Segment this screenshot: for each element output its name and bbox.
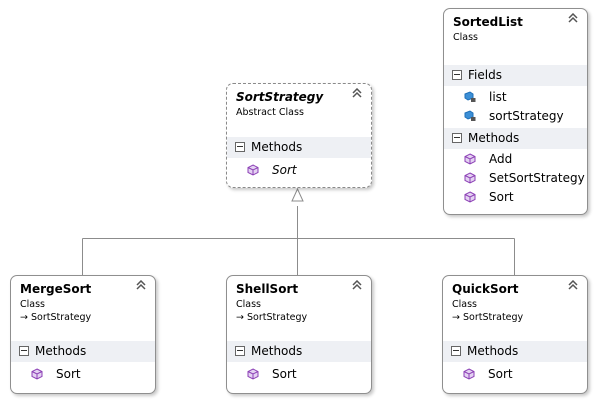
method-sort[interactable]: Sort (489, 190, 514, 204)
class-stereotype-quicksort: Class (452, 299, 477, 310)
method-cube-icon (464, 191, 476, 203)
field-lock-icon (464, 91, 476, 102)
methods-section-header[interactable]: Methods (444, 128, 587, 149)
method-cube-icon (247, 164, 259, 176)
methods-label: Methods (251, 140, 303, 154)
class-box-sortstrategy[interactable]: SortStrategy Abstract Class Methods Sort (226, 83, 372, 188)
inheritance-arrowhead (291, 187, 304, 202)
method-cube-icon (463, 368, 475, 380)
method-cube-icon (464, 172, 476, 184)
class-name-sortstrategy: SortStrategy (236, 90, 324, 104)
class-box-mergesort[interactable]: MergeSort Class → SortStrategy Methods S… (10, 275, 156, 394)
method-cube-icon (247, 368, 259, 380)
method-cube-icon (31, 368, 43, 380)
class-stereotype-mergesort: Class (20, 299, 45, 310)
methods-label: Methods (468, 131, 520, 145)
methods-label: Methods (467, 344, 519, 358)
method-sort[interactable]: Sort (272, 163, 297, 177)
double-chevron-up-icon[interactable] (568, 279, 578, 294)
fields-label: Fields (468, 68, 502, 82)
method-sort[interactable]: Sort (488, 367, 513, 381)
method-sort[interactable]: Sort (272, 367, 297, 381)
double-chevron-up-icon[interactable] (568, 12, 578, 27)
minus-box-icon[interactable] (235, 345, 245, 356)
methods-section-header[interactable]: Methods (227, 341, 371, 362)
inherit-arrow-icon: → (236, 312, 244, 323)
method-sort[interactable]: Sort (56, 367, 81, 381)
double-chevron-up-icon[interactable] (352, 87, 362, 102)
double-chevron-up-icon[interactable] (136, 279, 146, 294)
methods-label: Methods (251, 344, 303, 358)
class-name-shellsort: ShellSort (236, 282, 299, 296)
methods-section-header[interactable]: Methods (227, 137, 371, 158)
base-class-reference: → SortStrategy (452, 312, 524, 323)
minus-box-icon[interactable] (452, 69, 462, 80)
method-cube-icon (464, 153, 476, 165)
methods-label: Methods (35, 344, 87, 358)
class-name-mergesort: MergeSort (20, 282, 92, 296)
class-stereotype-sortstrategy: Abstract Class (236, 107, 304, 118)
class-box-quicksort[interactable]: QuickSort Class → SortStrategy Methods S… (442, 275, 588, 394)
field-list[interactable]: list (489, 90, 507, 104)
method-add[interactable]: Add (489, 152, 513, 166)
field-lock-icon (464, 110, 476, 121)
inherit-arrow-icon: → (20, 312, 28, 323)
class-box-shellsort[interactable]: ShellSort Class → SortStrategy Methods S… (226, 275, 372, 394)
field-sortstrategy[interactable]: sortStrategy (489, 109, 564, 123)
minus-box-icon[interactable] (19, 345, 29, 356)
minus-box-icon[interactable] (452, 132, 462, 143)
minus-box-icon[interactable] (235, 141, 245, 152)
double-chevron-up-icon[interactable] (352, 279, 362, 294)
base-class-reference: → SortStrategy (20, 312, 92, 323)
methods-section-header[interactable]: Methods (11, 341, 155, 362)
fields-section-header[interactable]: Fields (444, 65, 587, 86)
method-setsortstrategy[interactable]: SetSortStrategy (489, 171, 585, 185)
class-stereotype-shellsort: Class (236, 299, 261, 310)
inherit-arrow-icon: → (452, 312, 460, 323)
class-name-quicksort: QuickSort (452, 282, 519, 296)
methods-section-header[interactable]: Methods (443, 341, 587, 362)
class-stereotype-sortedlist: Class (453, 32, 478, 43)
minus-box-icon[interactable] (451, 345, 461, 356)
class-name-sortedlist: SortedList (453, 15, 523, 29)
class-box-sortedlist[interactable]: SortedList Class Fields list sortStrateg… (443, 8, 588, 215)
base-class-reference: → SortStrategy (236, 312, 308, 323)
